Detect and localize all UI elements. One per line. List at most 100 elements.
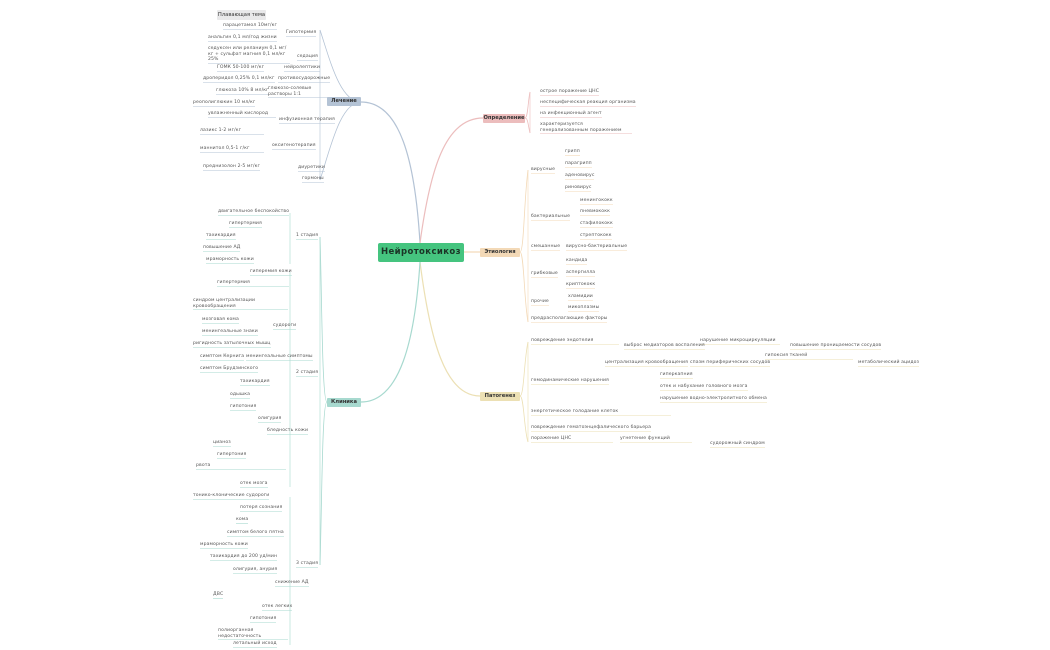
node[interactable]: тахикардия до 200 уд/мин: [210, 554, 278, 559]
node[interactable]: аспергилла: [566, 270, 596, 275]
node[interactable]: гипоксия тканей: [765, 353, 808, 358]
node[interactable]: мраморность кожи: [206, 257, 254, 262]
node[interactable]: повышение АД: [203, 245, 241, 250]
node[interactable]: преднизолон 2-5 мг/кг: [203, 164, 261, 169]
node[interactable]: мозговая кома: [202, 317, 239, 322]
node[interactable]: парацетамол 10мг/кг: [223, 23, 278, 28]
node[interactable]: аденовирус: [565, 173, 595, 178]
node[interactable]: глюкозо-солевые растворы 1:1: [268, 86, 312, 97]
node[interactable]: парагрипп: [565, 161, 592, 166]
node[interactable]: гипотония: [250, 616, 277, 621]
node[interactable]: синдром централизации кровообращения: [193, 298, 256, 309]
node[interactable]: ДВС: [213, 592, 224, 597]
node[interactable]: централизация кровообращения: [605, 360, 688, 365]
node[interactable]: кома: [236, 517, 249, 522]
node[interactable]: бактериальные: [531, 214, 571, 219]
node[interactable]: кандида: [566, 258, 588, 263]
node[interactable]: выброс медиаторов воспаления: [624, 343, 705, 348]
node[interactable]: менингеальные симптомы: [246, 354, 313, 359]
node[interactable]: симптом Кернига: [200, 354, 245, 359]
node[interactable]: рвота: [196, 463, 211, 468]
node[interactable]: гипертония: [217, 452, 247, 457]
node[interactable]: прочие: [531, 299, 549, 304]
node[interactable]: тахикардия: [240, 379, 270, 384]
node[interactable]: предрасполагающие факторы: [531, 316, 608, 321]
node[interactable]: нарушение водно-электролитного обмена: [660, 396, 767, 401]
branch-pathogenesis[interactable]: Патогенез: [480, 392, 520, 401]
node[interactable]: гипертермия: [229, 221, 262, 226]
node[interactable]: оксигенотерапия: [272, 143, 316, 148]
node[interactable]: олигурия: [258, 416, 282, 421]
node[interactable]: противосудорожные: [278, 76, 331, 81]
branch-etiology[interactable]: Этиология: [480, 248, 520, 257]
node[interactable]: Гипотермия: [286, 30, 317, 35]
node[interactable]: тонико-клонические судороги: [193, 493, 270, 498]
node[interactable]: 2 стадия: [296, 370, 319, 375]
node[interactable]: потеря сознания: [240, 505, 283, 510]
node[interactable]: летальный исход: [233, 641, 277, 646]
node[interactable]: стафилококк: [580, 221, 613, 226]
node[interactable]: тахикардия: [206, 233, 236, 238]
node[interactable]: характеризуется генерализованным поражен…: [540, 122, 622, 133]
node[interactable]: острое поражение ЦНС: [540, 89, 600, 94]
node[interactable]: лазикс 1-2 мг/кг: [200, 128, 242, 133]
node[interactable]: на инфекционный агент: [540, 111, 602, 116]
node[interactable]: реополиглюкин 10 мл/кг: [193, 100, 256, 105]
node[interactable]: гипотония: [230, 404, 257, 409]
node[interactable]: пневмококк: [580, 209, 610, 214]
node[interactable]: ГОМК 50-100 мг/кг: [217, 65, 265, 70]
node[interactable]: симптом белого пятна: [227, 530, 284, 535]
node[interactable]: симптом Брудзинского: [200, 366, 259, 371]
branch-definition[interactable]: Определение: [483, 114, 525, 123]
node[interactable]: вирусно-бактериальные: [566, 244, 628, 249]
node[interactable]: полиорганная недостаточность: [218, 628, 262, 639]
node[interactable]: отек и набухание головного мозга: [660, 384, 748, 389]
node[interactable]: стрептококк: [580, 233, 612, 238]
node[interactable]: гемодинамические нарушения: [531, 378, 609, 383]
node[interactable]: нарушение микроциркуляции: [700, 338, 776, 343]
node[interactable]: цианоз: [213, 440, 231, 445]
node[interactable]: спазм периферических сосудов: [690, 360, 771, 365]
node[interactable]: дроперидол 0,25% 0,1 мл/кг: [203, 76, 275, 81]
central-topic[interactable]: Нейротоксикоз: [378, 243, 464, 262]
node[interactable]: неспецифическая реакция организма: [540, 100, 636, 105]
node[interactable]: повреждение эндотелия: [531, 338, 594, 343]
node[interactable]: хламидии: [568, 294, 593, 299]
node[interactable]: ригидность затылочных мышц: [193, 341, 271, 346]
node[interactable]: 3 стадия: [296, 561, 319, 566]
branch-clinic[interactable]: Клиника: [327, 398, 361, 407]
node[interactable]: повышение проницаемости сосудов: [790, 343, 882, 348]
node[interactable]: гормоны: [302, 176, 324, 181]
node[interactable]: гиперкапния: [660, 372, 693, 377]
node[interactable]: повреждение гематоэнцефалического барьер…: [531, 425, 652, 430]
node[interactable]: маннитол 0,5-1 г/кг: [200, 146, 250, 151]
node[interactable]: менингеальные знаки: [202, 329, 258, 334]
node[interactable]: менингококк: [580, 198, 613, 203]
node[interactable]: глюкоза 10% 8 мл/кг: [216, 88, 269, 93]
node[interactable]: инфузионная терапия: [279, 117, 335, 122]
node[interactable]: одышка: [230, 392, 251, 397]
node[interactable]: энергетическое голодание клеток: [531, 409, 619, 414]
node[interactable]: судороги: [273, 323, 297, 328]
node[interactable]: бледность кожи: [267, 428, 309, 433]
node[interactable]: увлажненный кислород: [208, 111, 269, 116]
node[interactable]: снижение АД: [275, 580, 309, 585]
node[interactable]: риновирус: [565, 185, 592, 190]
node[interactable]: поражение ЦНС: [531, 436, 572, 441]
node[interactable]: смешанные: [531, 244, 561, 249]
node[interactable]: гиперемия кожи: [250, 269, 292, 274]
node[interactable]: олигурия, анурия: [233, 567, 278, 572]
node[interactable]: седуксен или реланиум 0,1 мг/кг + сульфа…: [208, 46, 287, 63]
node[interactable]: диуретики: [298, 165, 325, 170]
node[interactable]: судорожный синдром: [710, 441, 765, 446]
node[interactable]: гипертермия: [217, 280, 250, 285]
node[interactable]: нейролептики: [284, 65, 320, 70]
node[interactable]: криптококк: [566, 282, 596, 287]
node[interactable]: анальгин 0,1 мл/год жизни: [208, 35, 277, 40]
node[interactable]: отек мозга: [240, 481, 268, 486]
node[interactable]: вирусные: [531, 167, 556, 172]
node[interactable]: грибковые: [531, 271, 558, 276]
floating-topic[interactable]: Плавающая тема: [217, 10, 266, 20]
node[interactable]: мраморность кожи: [200, 542, 248, 547]
node[interactable]: седация: [297, 54, 318, 59]
